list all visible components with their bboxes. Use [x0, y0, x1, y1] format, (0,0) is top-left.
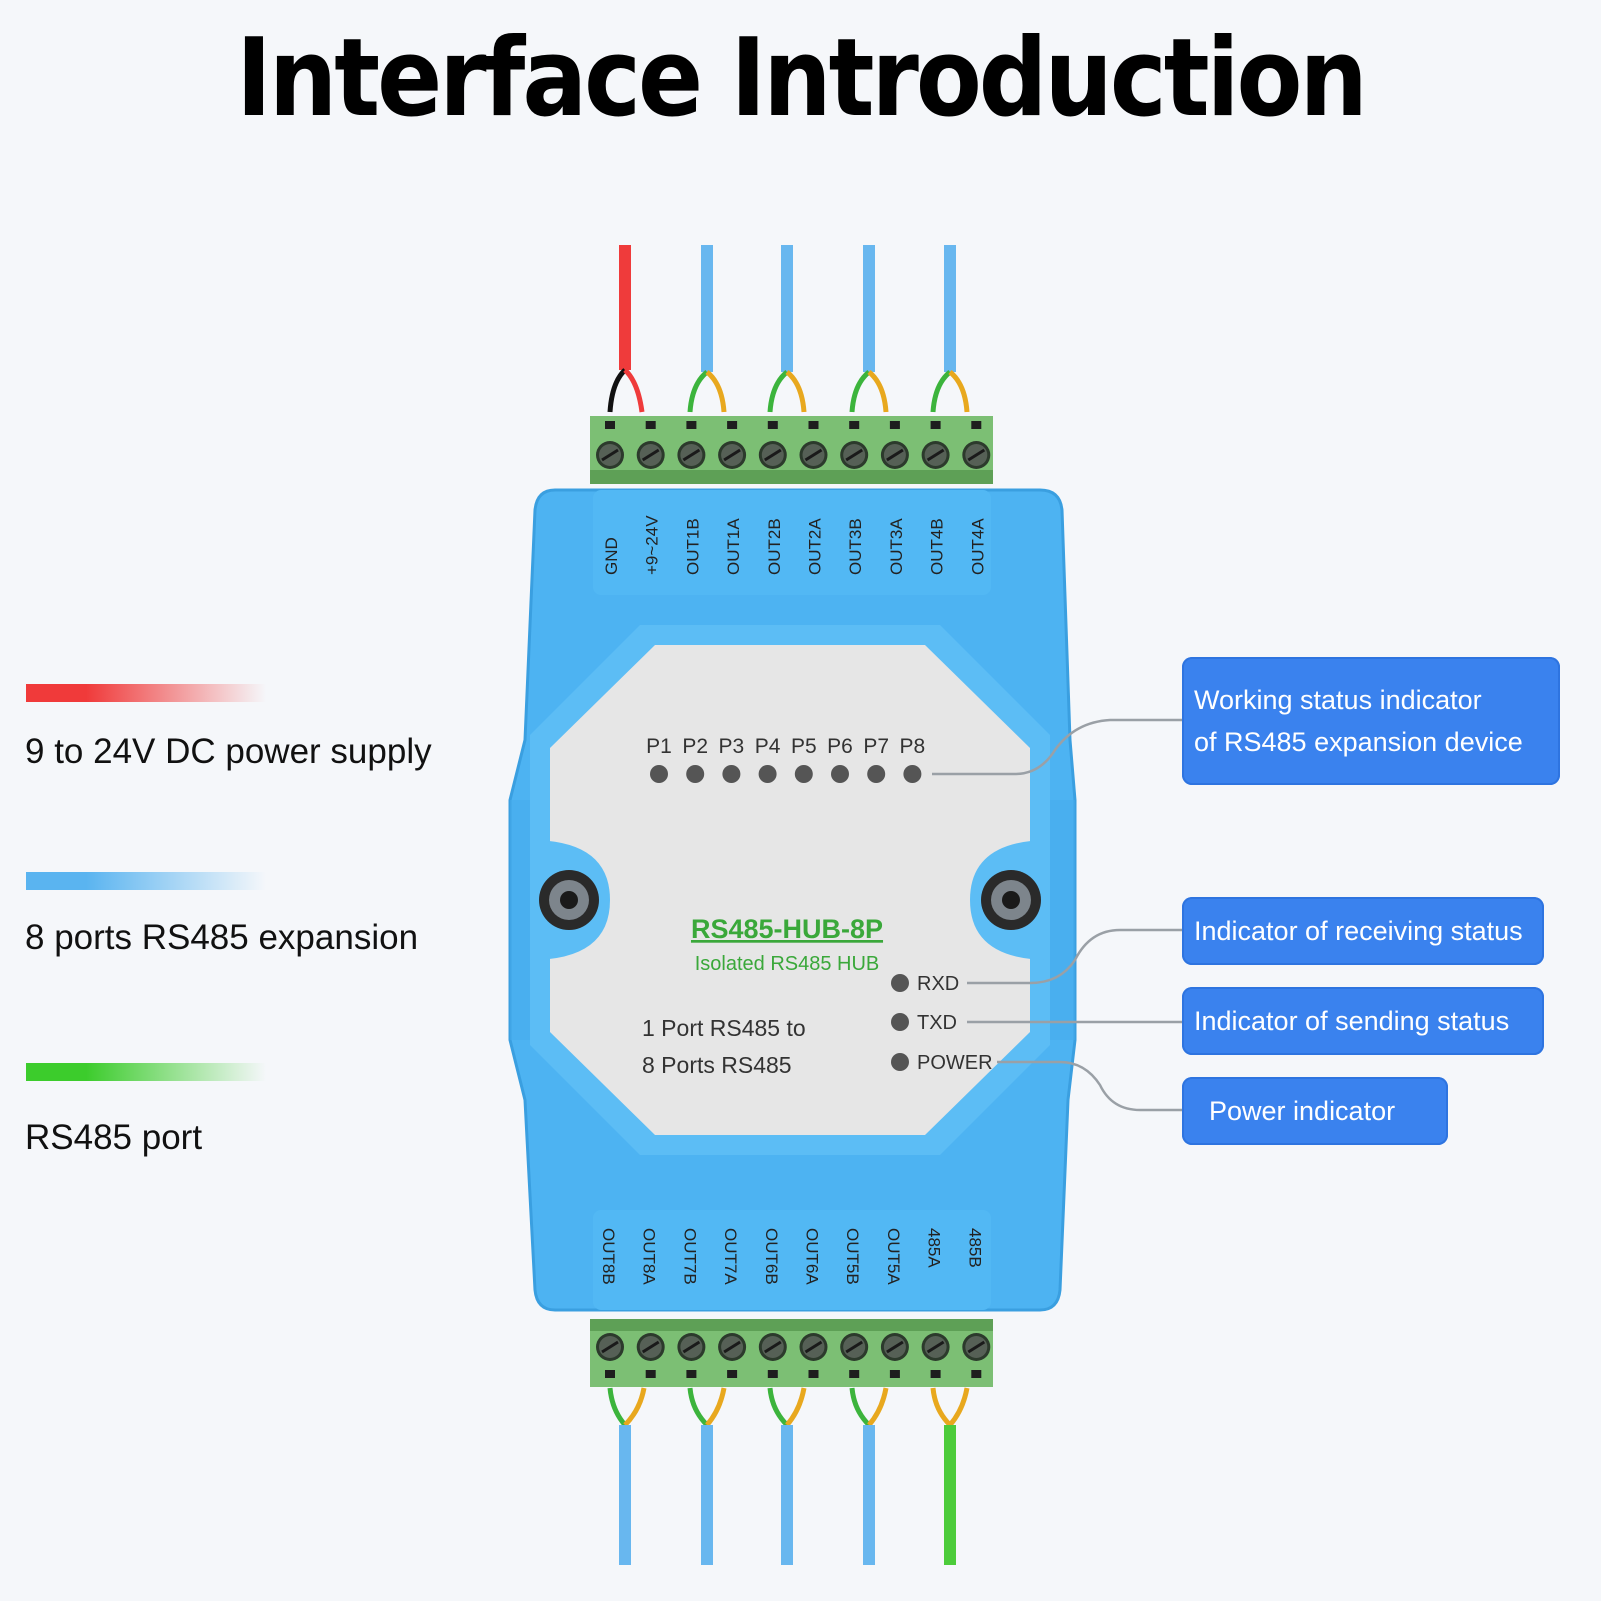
device-model-name: RS485-HUB-8P: [691, 914, 883, 944]
terminal-screw-icon: [840, 1333, 869, 1378]
terminal-screw-icon: [962, 1333, 991, 1378]
bottom-terminal-label: 485B: [965, 1228, 984, 1268]
txd-label: TXD: [917, 1012, 957, 1034]
bottom-terminal-label: OUT8A: [640, 1228, 659, 1285]
port-led: [758, 765, 777, 783]
top-terminal-label: OUT1B: [683, 518, 702, 575]
top-wires: [607, 245, 970, 413]
top-terminal-label: OUT2A: [806, 518, 825, 575]
terminal-screw-icon: [636, 421, 665, 469]
port-led: [903, 765, 922, 783]
callout-power: Power indicator: [1182, 1077, 1448, 1145]
legend-swatch-power: [26, 684, 266, 702]
port-led-label: P6: [827, 735, 853, 758]
terminal-screw-icon: [636, 1333, 665, 1378]
port-led-label: P7: [863, 735, 889, 758]
device-subtitle: Isolated RS485 HUB: [695, 953, 880, 975]
port-led-label: P3: [719, 735, 745, 758]
callout-working-line2: of RS485 expansion device: [1194, 727, 1523, 757]
callout-working-line1: Working status indicator: [1194, 685, 1482, 715]
callout-sending-status: Indicator of sending status: [1182, 987, 1544, 1055]
terminal-screw-icon: [758, 1333, 787, 1378]
bottom-terminal-block: [590, 1319, 993, 1387]
bottom-terminal-label: OUT6B: [762, 1228, 781, 1285]
terminal-screw-icon: [962, 421, 991, 469]
txd-led: [891, 1013, 909, 1031]
port-led: [650, 765, 668, 783]
terminal-screw-icon: [718, 1333, 747, 1378]
callout-sending-text: Indicator of sending status: [1194, 1006, 1510, 1036]
left-screw-icon: [530, 840, 610, 960]
port-led: [867, 765, 886, 783]
port-led: [794, 765, 813, 783]
port-led: [722, 765, 741, 783]
port-led-label: P8: [900, 735, 926, 758]
legend-label-rs485-port: RS485 port: [25, 1118, 203, 1157]
bottom-terminal-label: OUT6A: [803, 1228, 822, 1285]
leader-lines: [932, 718, 1182, 1112]
bottom-terminal-label: OUT7A: [721, 1228, 740, 1285]
top-terminal-label: GND: [602, 537, 621, 575]
page-title: Interface Introduction: [236, 15, 1368, 141]
terminal-screw-icon: [718, 421, 747, 469]
terminal-screw-icon: [596, 421, 624, 469]
port-led-label: P1: [646, 735, 672, 758]
top-terminal-label: +9~24V: [643, 515, 662, 575]
legend-swatch-rs485-expansion: [26, 872, 266, 890]
callout-receiving-status: Indicator of receiving status: [1182, 897, 1544, 965]
bottom-terminal-label: OUT7B: [680, 1228, 699, 1285]
port-led-label: P5: [791, 735, 817, 758]
top-terminal-label: OUT4B: [928, 518, 947, 575]
terminal-screw-icon: [799, 1333, 828, 1378]
terminal-screw-icon: [921, 1333, 950, 1378]
terminal-screw-icon: [921, 421, 950, 469]
bottom-terminal-label: OUT8B: [599, 1228, 618, 1285]
bottom-wires: [607, 1387, 970, 1565]
terminal-screw-icon: [758, 421, 787, 469]
terminal-screw-icon: [799, 421, 828, 469]
legend-label-power: 9 to 24V DC power supply: [25, 732, 432, 771]
terminal-screw-icon: [677, 421, 706, 469]
callout-receiving-text: Indicator of receiving status: [1194, 916, 1523, 946]
power-label: POWER: [917, 1052, 993, 1074]
port-led-label: P4: [755, 735, 781, 758]
legend-label-rs485-expansion: 8 ports RS485 expansion: [25, 918, 419, 957]
port-led: [686, 765, 705, 783]
terminal-screw-icon: [880, 1333, 909, 1378]
callout-power-text: Power indicator: [1209, 1096, 1396, 1126]
top-terminal-label: OUT3B: [846, 518, 865, 575]
bottom-terminal-label: OUT5B: [843, 1228, 862, 1285]
terminal-screw-icon: [596, 1333, 624, 1378]
top-terminal-label: OUT3A: [887, 518, 906, 575]
power-led: [891, 1053, 909, 1071]
bottom-terminal-label: 485A: [925, 1228, 944, 1268]
port-led: [831, 765, 849, 783]
device-description-line1: 1 Port RS485 to: [642, 1015, 806, 1041]
top-terminal-label: OUT4A: [968, 518, 987, 575]
top-terminal-label: OUT1A: [724, 518, 743, 575]
top-terminal-label: OUT2B: [765, 518, 784, 575]
rxd-label: RXD: [917, 973, 959, 995]
legend-swatch-rs485-port: [26, 1063, 266, 1081]
terminal-screw-icon: [677, 1333, 706, 1378]
rxd-led: [891, 974, 909, 992]
terminal-screw-icon: [880, 421, 909, 469]
bottom-terminal-label: OUT5A: [884, 1228, 903, 1285]
terminal-screw-icon: [840, 421, 869, 469]
port-led-label: P2: [682, 735, 708, 758]
right-screw-icon: [970, 840, 1050, 960]
callout-working-status: Working status indicator of RS485 expans…: [1182, 657, 1560, 785]
device-description-line2: 8 Ports RS485: [642, 1052, 792, 1078]
